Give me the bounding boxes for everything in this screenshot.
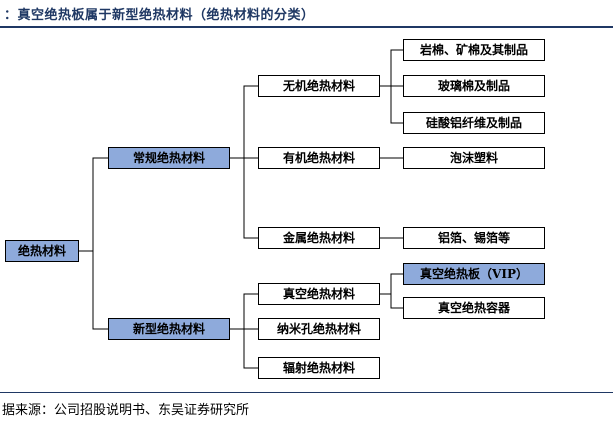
node-foam-plastic: 泡沫塑料 (403, 147, 545, 169)
node-conventional-insulation: 常规绝热材料 (108, 147, 230, 169)
figure-title: ：真空绝热板属于新型绝热材料（绝热材料的分类） (4, 8, 315, 23)
node-aluminum-silicate-fiber: 硅酸铝纤维及制品 (403, 112, 545, 134)
node-new-type-insulation: 新型绝热材料 (108, 318, 230, 340)
node-inorganic-insulation: 无机绝热材料 (258, 75, 380, 97)
node-vacuum-insulation-vessel: 真空绝热容器 (403, 297, 545, 319)
node-aluminum-tin-foil: 铝箔、锡箔等 (403, 227, 545, 249)
title-divider-line (0, 26, 613, 28)
node-rock-mineral-wool: 岩棉、矿棉及其制品 (403, 39, 545, 61)
node-root-insulation-material: 绝热材料 (5, 240, 79, 262)
data-source-note: 据来源：公司招股说明书、东吴证券研究所 (2, 403, 250, 418)
node-glass-wool: 玻璃棉及制品 (403, 75, 545, 97)
node-radiation-insulation: 辐射绝热材料 (258, 357, 380, 379)
node-metal-insulation: 金属绝热材料 (258, 227, 380, 249)
node-organic-insulation: 有机绝热材料 (258, 147, 380, 169)
node-nanoporous-insulation: 纳米孔绝热材料 (258, 318, 380, 340)
source-divider-line (0, 392, 613, 393)
node-vacuum-insulation: 真空绝热材料 (258, 283, 380, 305)
node-vacuum-insulation-panel-vip: 真空绝热板（VIP） (403, 263, 545, 285)
